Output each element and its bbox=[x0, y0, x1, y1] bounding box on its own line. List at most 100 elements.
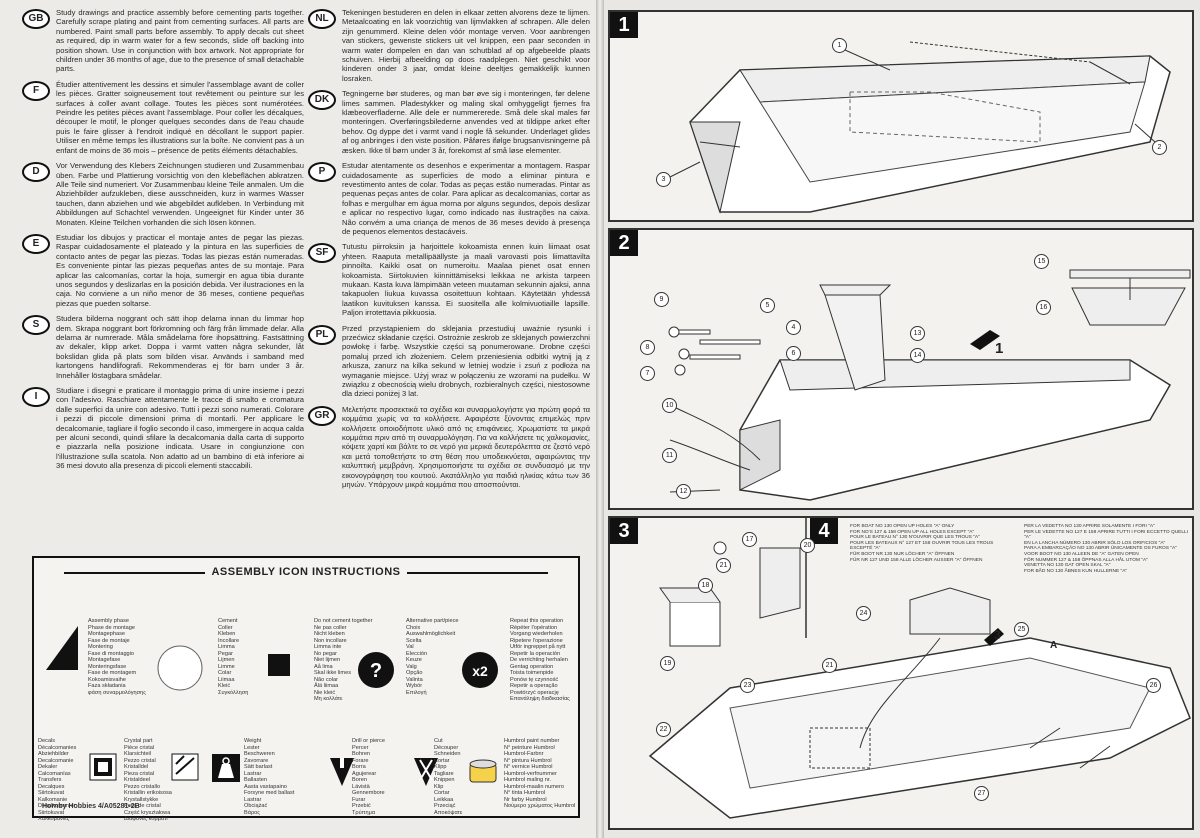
callout-part-22: 22 bbox=[656, 722, 671, 737]
language-badge: GB bbox=[22, 9, 50, 29]
icon-label-drill: Drill or pierce Percer Bohren Forare Bor… bbox=[352, 738, 385, 816]
icon-label-humbrol: Humbrol paint number N° peinture Humbrol… bbox=[504, 738, 576, 809]
language-badge: GR bbox=[308, 405, 336, 426]
language-text: Μελετήστε προσεκτικά τα σχέδια και συναρ… bbox=[342, 404, 590, 490]
crystal-icon bbox=[171, 753, 199, 781]
callout-part-21: 21 bbox=[716, 558, 731, 573]
callout-part-18: 18 bbox=[698, 578, 713, 593]
callout-part-16: 16 bbox=[1036, 300, 1051, 315]
instructions-column-left: GB Study drawings and practice assembly b… bbox=[22, 8, 304, 477]
hole-note-en-fr-de: FOR BOAT NO 130 OPEN UP HOLES "A" ONLY F… bbox=[850, 524, 994, 563]
callout-part-25: 25 bbox=[1014, 622, 1029, 637]
callout-part-2: 2 bbox=[1152, 140, 1167, 155]
language-block-e: E Estudiar los dibujos y practicar el mon… bbox=[22, 233, 304, 308]
icon-label-cement: Cement Coller Kleben Incollare Limma Peg… bbox=[218, 618, 249, 696]
language-badge: DK bbox=[308, 90, 336, 111]
language-block-i: I Studiare i disegni e praticare il monta… bbox=[22, 386, 304, 471]
cement-icon bbox=[157, 645, 203, 691]
hull-drawing-step-1 bbox=[669, 41, 1171, 214]
language-block-d: D Vor Verwendung des Klebers Zeichnungen … bbox=[22, 161, 304, 227]
hull-drawing-step-2 bbox=[668, 269, 1191, 501]
language-text: Tekeningen bestuderen en delen in elkaar… bbox=[342, 8, 590, 83]
callout-part-11: 11 bbox=[662, 448, 677, 463]
right-page: 1 1 2 3 2 bbox=[604, 0, 1200, 838]
cut-icon bbox=[414, 758, 438, 786]
icon-label-alternative: Alternative part/piece Choix Auswahlmögl… bbox=[406, 618, 459, 696]
callout-part-4: 4 bbox=[786, 320, 801, 335]
humbrol-icon bbox=[469, 759, 497, 783]
weight-icon bbox=[212, 754, 240, 782]
language-badge: E bbox=[22, 233, 50, 254]
step-3-4-panel: 3 4 17 18 19 20 21 21 22 23 24 25 26 27 … bbox=[608, 516, 1194, 830]
callout-part-27: 27 bbox=[974, 786, 989, 801]
language-text: Study drawings and practice assembly bef… bbox=[56, 8, 304, 74]
language-text: Étudier attentivement les dessins et sim… bbox=[56, 79, 304, 155]
no-cement-icon bbox=[268, 654, 290, 676]
language-text: Studera bilderna noggrant och sätt ihop … bbox=[56, 314, 304, 380]
callout-part-5: 5 bbox=[760, 298, 775, 313]
step-reference: 3 bbox=[994, 628, 1001, 642]
icon-label-decals: Decals Décalcomanies Abziehbilder Decalc… bbox=[38, 738, 77, 822]
language-text: Przed przystąpieniem do sklejania przest… bbox=[342, 323, 590, 399]
instructions-column-right: NL Tekeningen bestuderen en delen in elka… bbox=[308, 8, 590, 496]
language-badge: D bbox=[22, 162, 50, 183]
step-number: 4 bbox=[810, 518, 838, 544]
callout-part-13: 13 bbox=[910, 326, 925, 341]
callout-part-20: 20 bbox=[800, 538, 815, 553]
language-badge: P bbox=[308, 162, 336, 183]
language-badge: NL bbox=[308, 9, 336, 29]
step-reference: 1 bbox=[995, 340, 1004, 357]
language-block-sf: SF Tutustu piirroksiin ja harjoittele kok… bbox=[308, 242, 590, 317]
callout-part-23: 23 bbox=[740, 678, 755, 693]
language-badge: F bbox=[22, 80, 50, 101]
language-text: Estudiar los dibujos y practicar el mont… bbox=[56, 232, 304, 308]
callout-part-26: 26 bbox=[1146, 678, 1161, 693]
callout-part-6: 6 bbox=[786, 346, 801, 361]
language-text: Tutustu piirroksiin ja harjoittele kokoa… bbox=[342, 242, 590, 318]
drill-icon bbox=[330, 758, 354, 786]
callout-part-1: 1 bbox=[832, 38, 847, 53]
callout-part-8: 8 bbox=[640, 340, 655, 355]
callout-part-17: 17 bbox=[742, 532, 757, 547]
language-block-s: S Studera bilderna noggrant och sätt ihop… bbox=[22, 314, 304, 380]
language-block-nl: NL Tekeningen bestuderen en delen in elka… bbox=[308, 8, 590, 83]
repeat-icon: x2 bbox=[462, 652, 498, 688]
callout-part-10: 10 bbox=[662, 398, 677, 413]
footer-code: Hornby Hobbies 4/A05281-2B bbox=[42, 803, 140, 810]
language-text: Vor Verwendung des Klebers Zeichnungen s… bbox=[56, 161, 304, 227]
icon-label-phase: Assembly phase Phase de montage Montagep… bbox=[88, 618, 146, 696]
language-badge: S bbox=[22, 315, 50, 336]
alternative-icon: ? bbox=[358, 652, 394, 688]
page-spine bbox=[596, 0, 604, 838]
language-block-gr: GR Μελετήστε προσεκτικά τα σχέδια και συν… bbox=[308, 405, 590, 490]
decals-icon bbox=[89, 753, 117, 781]
alt-hole-label: A bbox=[1050, 640, 1058, 651]
language-badge: SF bbox=[308, 243, 336, 264]
language-block-f: F Étudier attentivement les dessins et si… bbox=[22, 80, 304, 155]
callout-part-14: 14 bbox=[910, 348, 925, 363]
step-number: 3 bbox=[610, 518, 638, 544]
phase-icon bbox=[46, 626, 78, 670]
step-1-panel: 1 1 2 3 bbox=[608, 10, 1194, 222]
assembly-icon-panel: ASSEMBLY ICON INSTRUCTIONS ? x2 bbox=[32, 556, 580, 822]
language-badge: I bbox=[22, 387, 50, 408]
icon-label-crystal: Crystal part Pièce cristal Klarsichteil … bbox=[124, 738, 172, 822]
language-text: Studiare i disegni e praticare il montag… bbox=[56, 386, 304, 471]
assembly-icon-title: ASSEMBLY ICON INSTRUCTIONS bbox=[34, 566, 578, 578]
step-number: 1 bbox=[610, 12, 638, 38]
step-number: 2 bbox=[610, 230, 638, 256]
language-block-gb: GB Study drawings and practice assembly b… bbox=[22, 8, 304, 74]
left-page: GB Study drawings and practice assembly b… bbox=[0, 0, 596, 838]
callout-part-3: 3 bbox=[656, 172, 671, 187]
step-2-panel: 2 9 5 4 6 8 7 bbox=[608, 228, 1194, 510]
icon-label-cut: Cut Découper Schneiden Cortar Klipp Tagl… bbox=[434, 738, 463, 816]
svg-text:?: ? bbox=[370, 660, 382, 682]
callout-part-21: 21 bbox=[822, 658, 837, 673]
language-badge: PL bbox=[308, 324, 336, 345]
hull-drawing-step-3-4 bbox=[648, 518, 1191, 819]
callout-part-9: 9 bbox=[654, 292, 669, 307]
svg-text:x2: x2 bbox=[472, 663, 488, 679]
language-block-pl: PL Przed przystąpieniem do sklejania prze… bbox=[308, 324, 590, 399]
